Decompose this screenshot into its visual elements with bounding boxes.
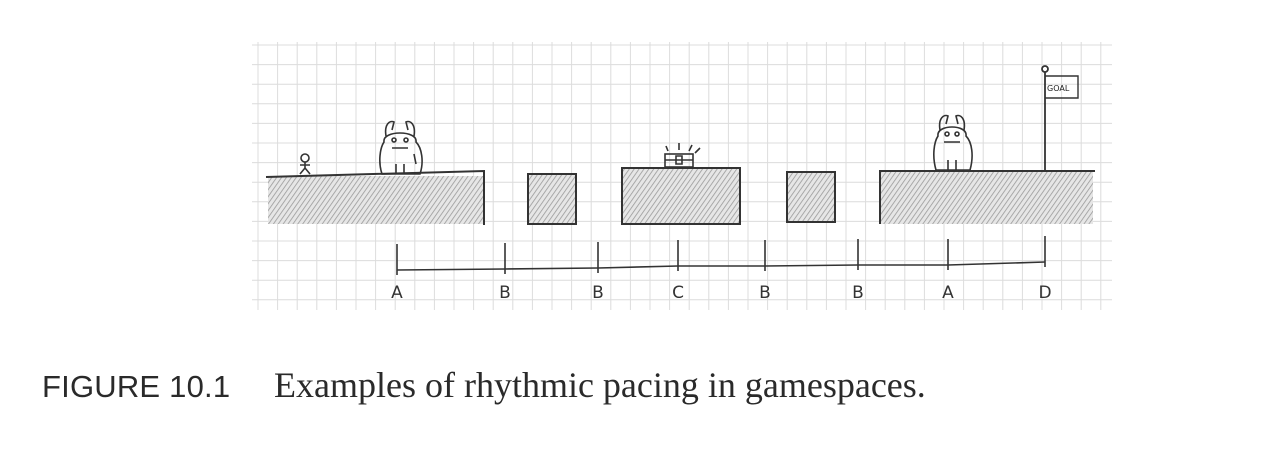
platform-block-1 [527, 173, 577, 225]
platform-middle [621, 167, 741, 225]
platforms [265, 167, 1095, 225]
platform-start-edge [265, 169, 485, 225]
treasure-chest-icon [664, 143, 701, 168]
timeline-label: B [759, 283, 771, 303]
platform-end-edge [879, 170, 1095, 224]
figure-caption: FIGURE 10.1 Examples of rhythmic pacing … [42, 364, 926, 412]
pacing-timeline [396, 236, 1046, 275]
timeline-label: B [852, 283, 864, 303]
horned-monster-icon [379, 120, 423, 175]
timeline-label: D [1038, 283, 1051, 303]
timeline-label: C [672, 283, 684, 303]
caption-text: Examples of rhythmic pacing in gamespace… [274, 365, 926, 405]
platform-start [268, 176, 484, 224]
timeline-label: B [499, 283, 511, 303]
timeline-label: A [391, 283, 403, 303]
timeline-line [396, 261, 1046, 271]
horned-monster-icon-2 [933, 114, 973, 171]
stick-figure-player-icon [299, 153, 311, 175]
timeline-label: A [942, 283, 954, 303]
timeline-label: B [592, 283, 604, 303]
figure-label: FIGURE 10.1 [42, 369, 231, 404]
level-sketch-diagram: GOAL A B B C B B A D [252, 42, 1112, 310]
goal-flag-text: GOAL [1047, 84, 1070, 93]
platform-block-2 [786, 171, 836, 223]
platform-end [880, 172, 1093, 224]
goal-flag-icon: GOAL [1041, 65, 1079, 170]
